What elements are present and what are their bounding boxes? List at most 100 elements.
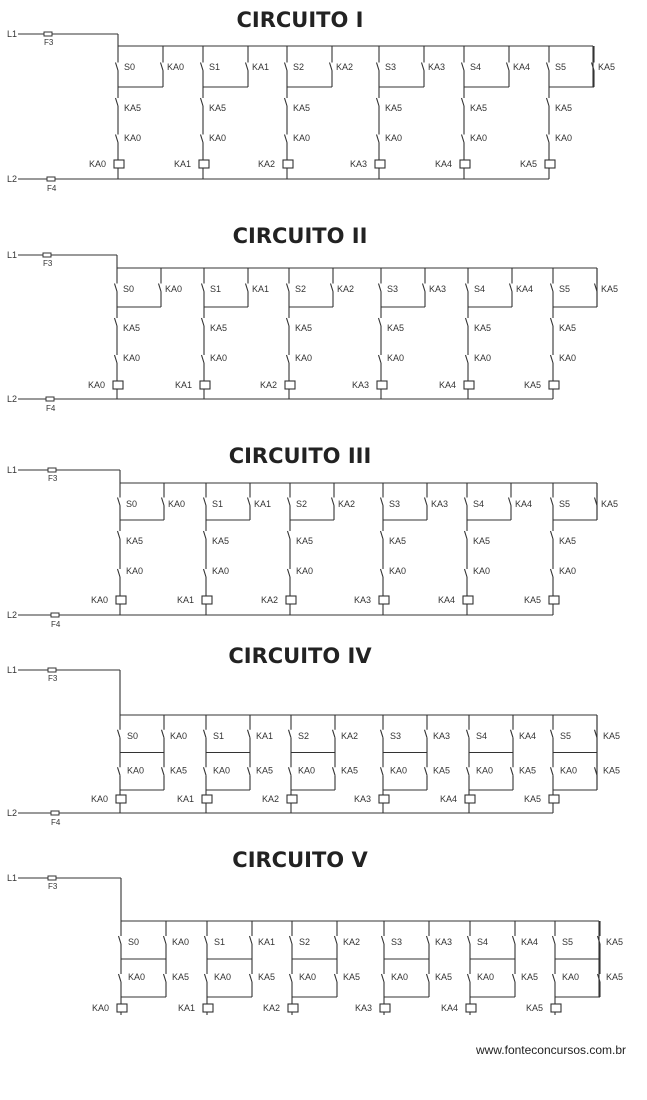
- button-S2-blade: [285, 283, 290, 292]
- interlock-label: KA5: [470, 103, 487, 113]
- interlock-ka5-blade: [331, 767, 336, 776]
- interlock-ka0-blade: [202, 767, 207, 776]
- coil-label: KA2: [261, 595, 278, 605]
- button-S3-blade: [377, 283, 382, 292]
- interlock-label: KA5: [123, 323, 140, 333]
- coil-label: KA4: [435, 159, 452, 169]
- interlock-ka5-blade: [286, 530, 291, 540]
- coil-label: KA0: [91, 794, 108, 804]
- button-label: S0: [124, 62, 135, 72]
- interlock-label: KA0: [124, 133, 141, 143]
- interlock-ka5-blade: [549, 530, 554, 540]
- interlock-label: KA0: [127, 766, 144, 776]
- interlock-label: KA0: [128, 972, 145, 982]
- fuse-f4: [45, 396, 55, 402]
- button-S3-blade: [375, 62, 380, 71]
- interlock-ka0-blade: [463, 568, 468, 578]
- seal-in-label: KA5: [601, 284, 618, 294]
- coil-KA3: [379, 1003, 391, 1013]
- button-label: S3: [385, 62, 396, 72]
- fuse-f4: [46, 176, 56, 182]
- seal-in-label: KA3: [429, 284, 446, 294]
- interlock-ka5-blade: [423, 767, 428, 776]
- button-label: S2: [293, 62, 304, 72]
- sealin-KA4-blade: [509, 729, 514, 738]
- button-label: S5: [559, 284, 570, 294]
- sealin-KA0-blade: [162, 935, 167, 945]
- interlock-ka5-blade: [160, 767, 165, 776]
- coil-KA2: [285, 595, 297, 605]
- circuit-title: CIRCUITO V: [232, 848, 368, 872]
- interlock-label: KA0: [123, 353, 140, 363]
- sealin-KA0-blade: [159, 62, 164, 71]
- interlock-label: KA0: [298, 766, 315, 776]
- button-label: S5: [555, 62, 566, 72]
- seal-in-label: KA1: [254, 499, 271, 509]
- interlock-ka5-blade: [285, 317, 290, 327]
- button-S0-blade: [113, 283, 118, 292]
- coil-KA0: [115, 595, 127, 605]
- button-S0-blade: [116, 729, 121, 738]
- coil-KA0: [115, 794, 127, 804]
- interlock-label: KA5: [474, 323, 491, 333]
- button-S5-blade: [549, 497, 554, 506]
- sealin-KA3-blade: [423, 729, 428, 738]
- interlock-ka0-blade: [379, 568, 384, 578]
- fuse-f3: [43, 31, 53, 37]
- interlock-label: KA5: [170, 766, 187, 776]
- sealin-KA1-blade: [246, 729, 251, 738]
- seal-in-label: KA3: [431, 499, 448, 509]
- interlock-ka0-blade: [549, 767, 554, 776]
- interlock-ka5-blade: [200, 317, 205, 327]
- interlock-ka5-blade: [509, 767, 514, 776]
- interlock-ka0-blade: [203, 973, 208, 983]
- interlock-label: KA5: [603, 766, 620, 776]
- button-S2-blade: [287, 729, 292, 738]
- coil-label: KA0: [89, 159, 106, 169]
- coil-KA1: [201, 595, 213, 605]
- coil-KA4: [465, 1003, 477, 1013]
- sealin-KA3-blade: [420, 62, 425, 71]
- interlock-ka0-blade: [286, 568, 291, 578]
- interlock-label: KA5: [343, 972, 360, 982]
- interlock-ka5-blade: [162, 973, 167, 983]
- sealin-KA0-blade: [157, 283, 162, 292]
- coil-label: KA1: [175, 380, 192, 390]
- coil-KA5: [550, 1003, 562, 1013]
- coil-KA5: [548, 595, 560, 605]
- coil-KA1: [202, 1003, 214, 1013]
- coil-label: KA5: [524, 794, 541, 804]
- interlock-label: KA5: [296, 536, 313, 546]
- button-S5-blade: [545, 62, 550, 71]
- interlock-ka5-blade: [283, 97, 288, 107]
- interlock-ka0-blade: [114, 134, 119, 143]
- coil-KA5: [544, 159, 556, 169]
- button-S1-blade: [203, 935, 208, 945]
- button-S2-blade: [288, 935, 293, 945]
- l2-label: L2: [7, 174, 17, 184]
- coil-KA2: [282, 159, 294, 169]
- seal-in-label: KA5: [603, 731, 620, 741]
- button-label: S3: [391, 937, 402, 947]
- interlock-label: KA5: [435, 972, 452, 982]
- coil-KA3: [374, 159, 386, 169]
- interlock-label: KA0: [299, 972, 316, 982]
- interlock-ka0-blade: [113, 354, 118, 364]
- interlock-label: KA5: [387, 323, 404, 333]
- interlock-ka0-blade: [116, 568, 121, 578]
- interlock-ka0-blade: [200, 354, 205, 364]
- coil-KA5: [548, 794, 560, 804]
- coil-label: KA0: [91, 595, 108, 605]
- interlock-label: KA0: [476, 766, 493, 776]
- interlock-ka0-blade: [117, 973, 122, 983]
- sealin-KA3-blade: [421, 283, 426, 292]
- coil-label: KA5: [520, 159, 537, 169]
- interlock-ka5-blade: [113, 317, 118, 327]
- button-label: S1: [214, 937, 225, 947]
- coil-label: KA4: [440, 794, 457, 804]
- sealin-KA1-blade: [244, 62, 249, 71]
- fuse-f3: [47, 467, 57, 473]
